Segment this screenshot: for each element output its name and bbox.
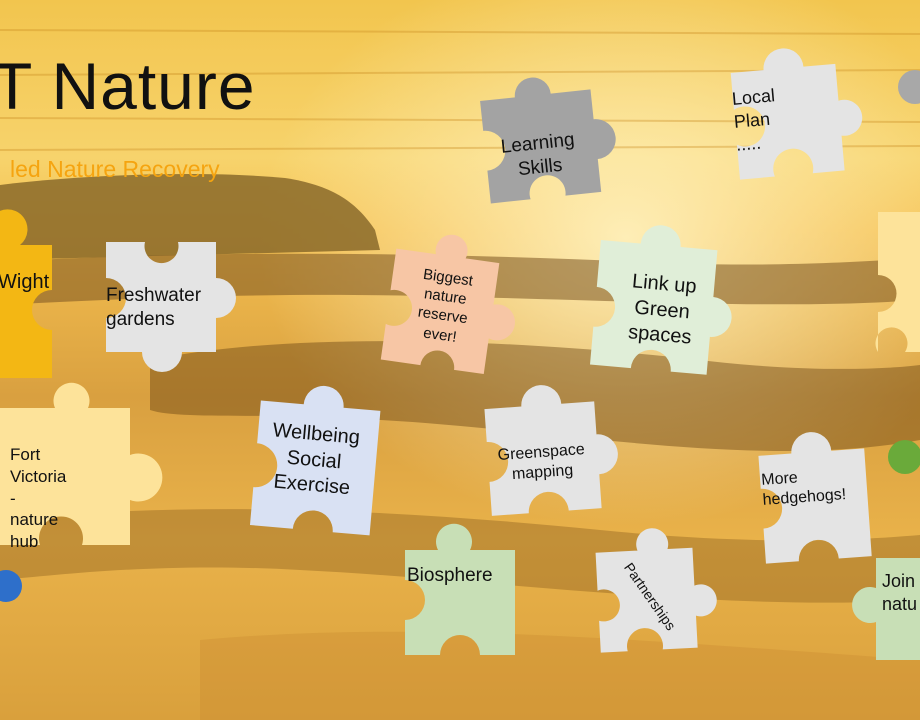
piece-label: Biosphere bbox=[407, 565, 493, 586]
blue-circle-decoration bbox=[0, 570, 22, 602]
slide-title: T Nature bbox=[0, 49, 256, 123]
piece-label: Wight bbox=[0, 271, 50, 293]
piece-label: Freshwater gardens bbox=[106, 285, 202, 331]
slide-subtitle: led Nature Recovery bbox=[10, 156, 220, 182]
piece-label: Join natu bbox=[882, 571, 918, 615]
grey-circle-decoration bbox=[898, 70, 920, 104]
piece-label: Fort Victoria - nature hub bbox=[10, 445, 67, 551]
green-circle-decoration bbox=[888, 440, 920, 474]
